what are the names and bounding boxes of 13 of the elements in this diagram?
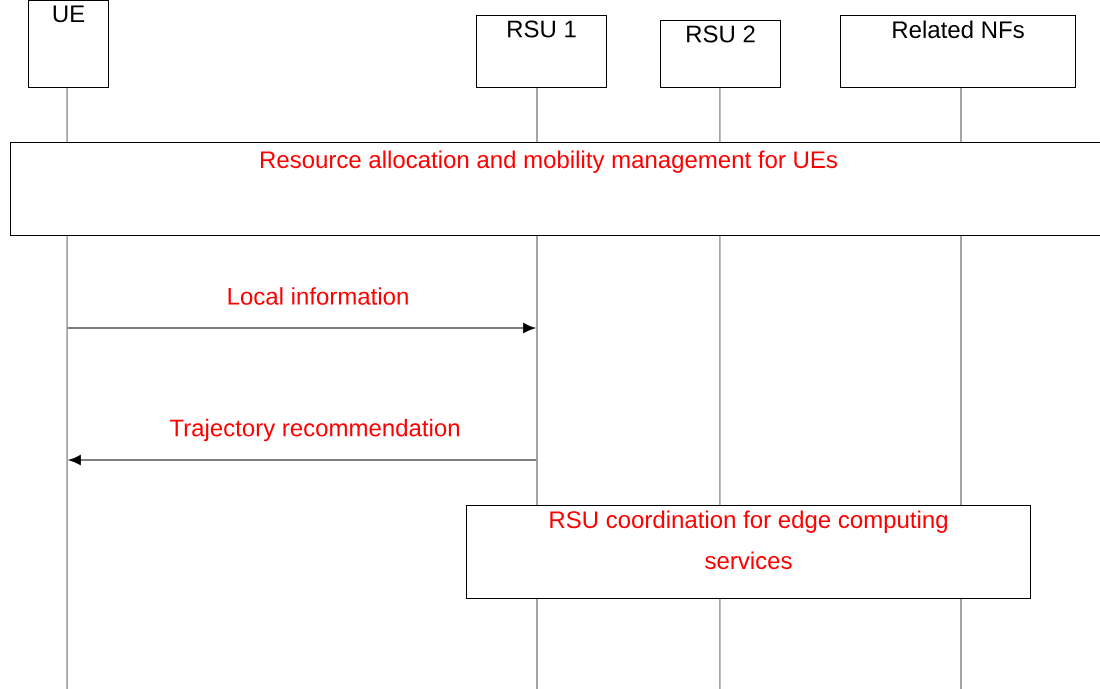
participant-box: RSU 1 [476,15,607,88]
edge-label: Trajectory recommendation [169,418,459,442]
participant-box: RSU 2 [660,20,781,88]
process-box: RSU coordination for edge computing services [466,505,1031,599]
lifeline [536,87,538,689]
arrow [69,454,537,466]
participant-box: Related NFs [840,15,1076,88]
arrow [67,322,535,334]
edge-label: Local information [228,287,408,305]
node-label: Resource allocation and mobility management for UEs [261,150,837,173]
process-band: Resource allocation and mobility management for UEs [10,142,1100,236]
participant-box: UE [28,0,109,88]
lifeline [960,87,962,689]
